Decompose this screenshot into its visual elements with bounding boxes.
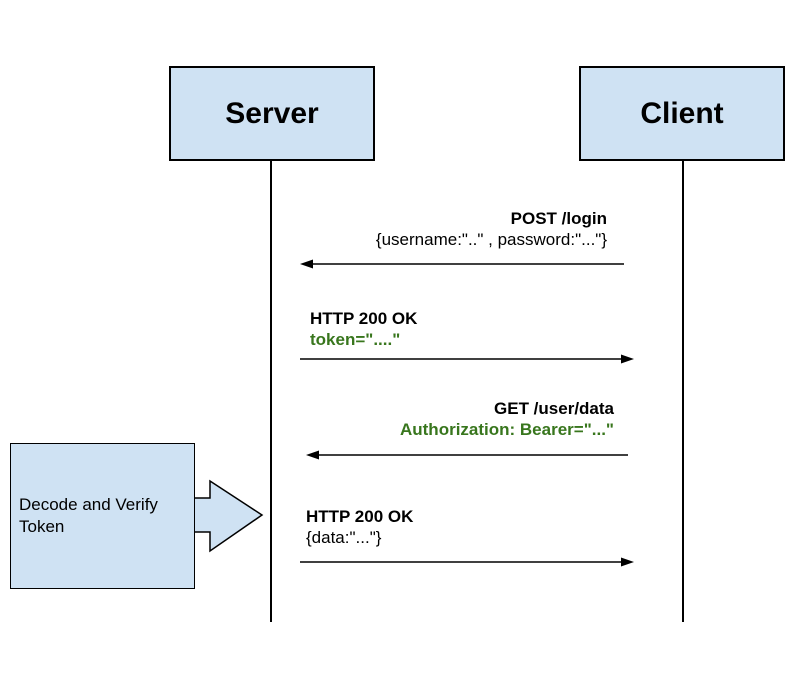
arrow-post-login [300,259,624,269]
note-pointer-arrow-icon [193,479,264,553]
message-3-label: GET /user/data Authorization: Bearer="..… [400,398,614,440]
message-2-token: token="...." [310,330,401,349]
client-actor-box: Client [579,66,785,161]
message-4-label: HTTP 200 OK {data:"..."} [306,506,413,548]
message-1-title: POST /login [510,209,607,228]
server-lifeline [270,161,272,622]
message-2-title: HTTP 200 OK [310,309,418,328]
arrow-http-200-data [300,557,634,567]
server-actor-box: Server [169,66,375,161]
message-2-label: HTTP 200 OK token="...." [310,308,417,350]
arrow-get-user-data [306,450,628,460]
decode-verify-note: Decode and Verify Token [10,443,195,589]
client-lifeline [682,161,684,622]
message-1-body: {username:".." , password:"..."} [375,230,607,249]
message-1-label: POST /login {username:".." , password:".… [376,208,607,250]
server-actor-label: Server [225,96,319,130]
message-3-auth-header: Authorization: Bearer="..." [399,420,614,439]
message-3-title: GET /user/data [494,399,614,418]
client-actor-label: Client [640,96,724,130]
decode-verify-note-text: Decode and Verify Token [19,495,158,536]
message-4-body: {data:"..."} [306,528,382,547]
message-4-title: HTTP 200 OK [306,507,414,526]
arrow-http-200-token [300,354,634,364]
